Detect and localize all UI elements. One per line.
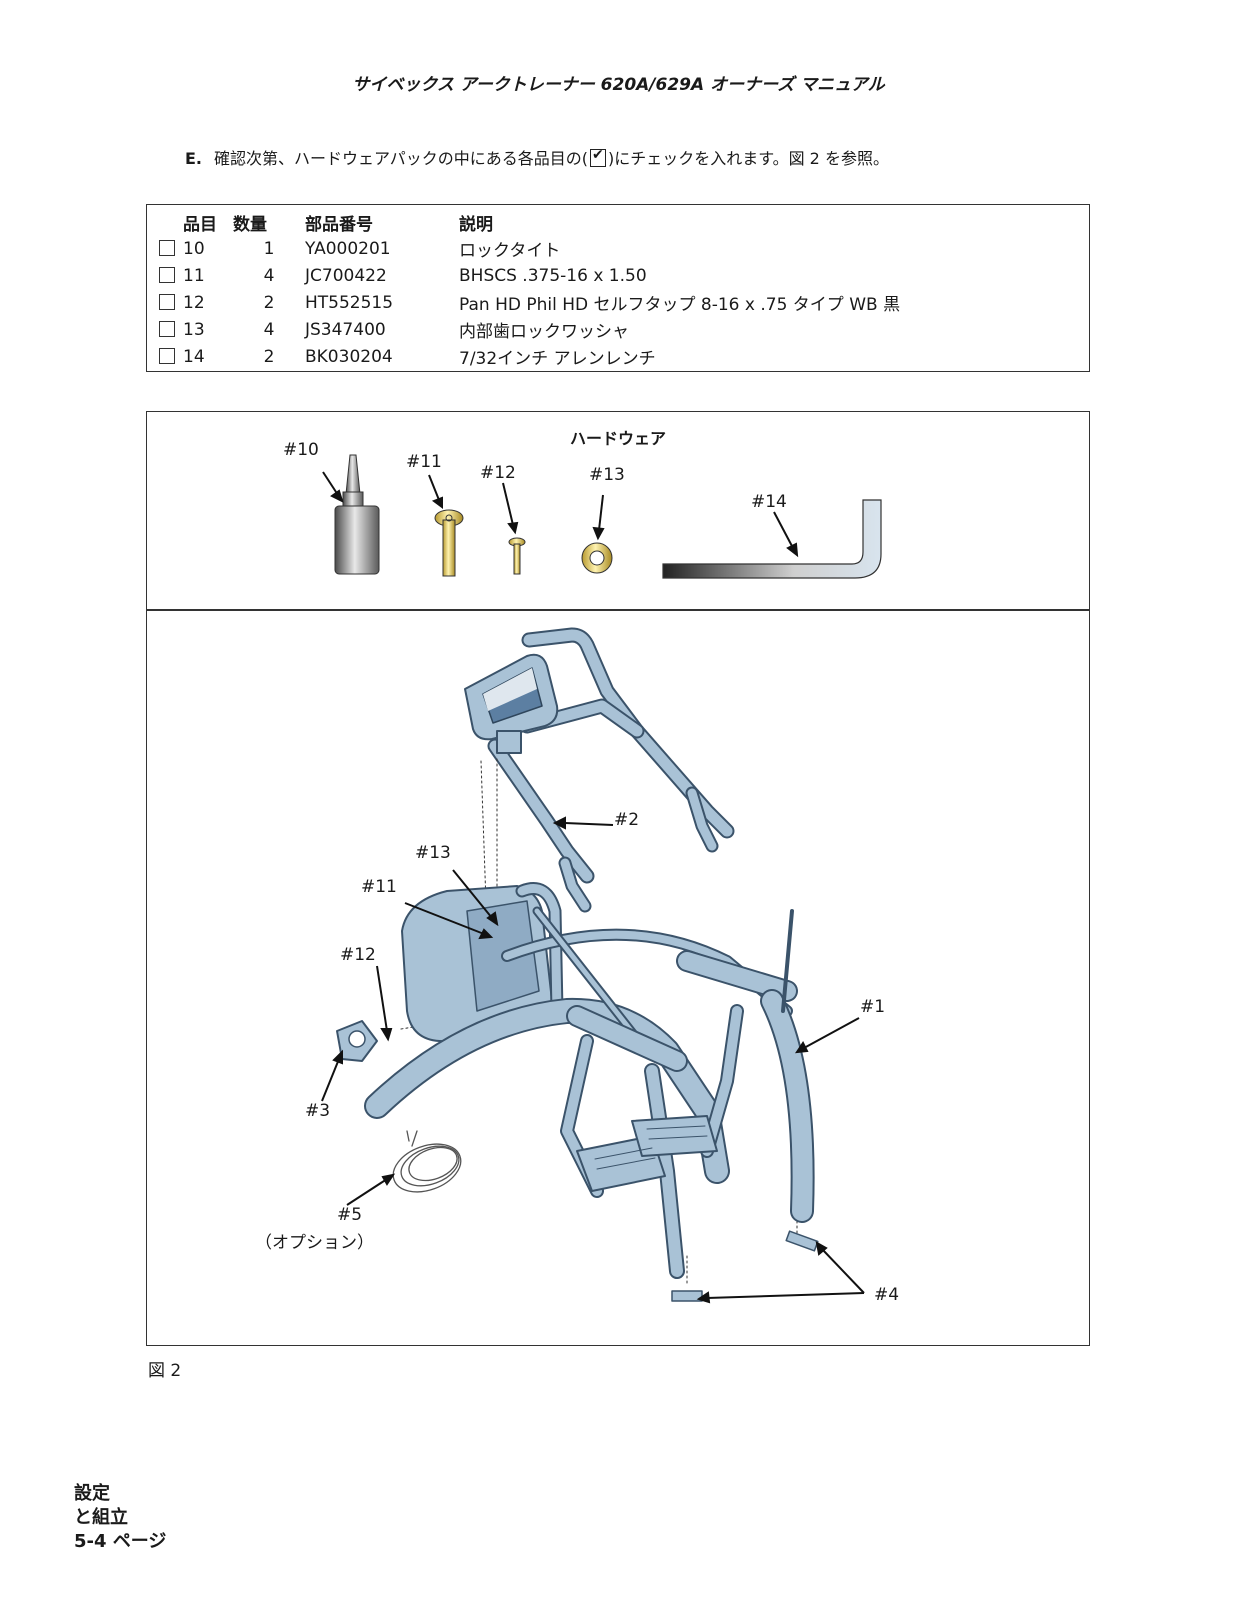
hardware-illustration — [322, 454, 882, 579]
foot-pedals — [576, 1115, 718, 1192]
cell-part: YA000201 — [305, 238, 391, 259]
callout-13-assembly: #13 — [415, 843, 451, 863]
grip-assembly — [336, 1020, 378, 1062]
base-frame — [364, 906, 793, 1184]
cell-item: 14 — [183, 346, 205, 367]
power-cord-icon — [392, 1130, 462, 1193]
figure-caption: 図 2 — [148, 1361, 182, 1381]
arc-trainer-illustration — [321, 627, 865, 1304]
parts-table: 品目 数量 部品番号 説明 10 1 YA000201 ロックタイト 11 4 … — [146, 204, 1090, 372]
cell-qty: 1 — [263, 238, 275, 259]
front-legs — [760, 909, 815, 1223]
table-row: 11 4 JC700422 BHSCS .375-16 x 1.50 — [159, 262, 1059, 289]
foot-pad-rear — [785, 1230, 819, 1252]
callout-12-assembly: #12 — [340, 945, 376, 965]
allen-wrench-icon — [662, 499, 882, 579]
col-header-desc: 説明 — [459, 214, 493, 235]
cell-desc: 7/32インチ アレンレンチ — [459, 349, 656, 369]
stride-arms — [560, 950, 798, 1279]
callout-5-note: （オプション） — [255, 1233, 374, 1253]
assembly-figure: #2 #13 #11 #12 #3 #1 #5 （オプション） #4 — [146, 609, 1090, 1346]
callout-12: #12 — [480, 463, 516, 483]
page-footer: 設定 と組立 5-4 ページ — [74, 1482, 166, 1554]
callout-14: #14 — [751, 492, 787, 512]
step-label: E. — [185, 149, 203, 168]
checkmark-icon — [589, 147, 606, 167]
cell-desc: BHSCS .375-16 x 1.50 — [459, 265, 647, 286]
item-checkbox[interactable] — [159, 347, 175, 364]
step-text-after: )にチェックを入れます。図 2 を参照。 — [607, 149, 889, 168]
loctite-bottle-icon — [334, 454, 380, 575]
step-text-before: 確認次第、ハードウェアパックの中にある各品目の( — [214, 149, 588, 168]
footer-page-number: 5-4 ページ — [74, 1531, 167, 1552]
table-row: 10 1 YA000201 ロックタイト — [159, 235, 1059, 262]
page-header: サイベックス アークトレーナー 620A/629A オーナーズ マニュアル — [352, 75, 885, 95]
cell-item: 10 — [183, 238, 205, 259]
cell-desc: 内部歯ロックワッシャ — [459, 322, 629, 342]
callout-10: #10 — [283, 440, 319, 460]
rear-shroud — [401, 882, 564, 1043]
footer-line-1: 設定 — [74, 1483, 110, 1504]
cell-item: 12 — [183, 292, 205, 313]
callout-3: #3 — [305, 1101, 331, 1121]
callout-5: #5 — [337, 1205, 363, 1225]
cell-desc: ロックタイト — [459, 241, 561, 261]
item-checkbox[interactable] — [159, 320, 175, 337]
cell-item: 13 — [183, 319, 205, 340]
col-header-item: 品目 — [183, 214, 217, 235]
footer-line-2: と組立 — [74, 1507, 128, 1528]
self-tap-screw-icon — [508, 537, 526, 575]
button-head-bolt-icon — [434, 509, 464, 577]
callout-1: #1 — [860, 997, 886, 1017]
callout-13: #13 — [589, 465, 625, 485]
hardware-title: ハードウェア — [569, 429, 666, 448]
col-header-qty: 数量 — [233, 214, 267, 235]
cell-part: BK030204 — [305, 346, 393, 367]
console-display — [464, 653, 559, 754]
cell-qty: 2 — [263, 292, 275, 313]
callout-2: #2 — [614, 810, 640, 830]
item-checkbox[interactable] — [159, 293, 175, 310]
cell-part: JS347400 — [305, 319, 386, 340]
table-row: 13 4 JS347400 内部歯ロックワッシャ — [159, 316, 1059, 343]
callout-4: #4 — [874, 1285, 900, 1305]
callout-11-assembly: #11 — [361, 877, 397, 897]
item-checkbox[interactable] — [159, 266, 175, 283]
hardware-figure: ハードウェア — [146, 411, 1090, 610]
lock-washer-icon — [581, 542, 613, 574]
hardware-arrows — [322, 471, 799, 558]
cell-qty: 4 — [263, 319, 275, 340]
step-instruction: E. 確認次第、ハードウェアパックの中にある各品目の( )にチェックを入れます。図 … — [185, 145, 889, 169]
cell-qty: 2 — [263, 346, 275, 367]
cell-item: 11 — [183, 265, 205, 286]
cell-part: JC700422 — [305, 265, 387, 286]
assembly-arrows — [321, 816, 865, 1304]
cell-desc: Pan HD Phil HD セルフタップ 8-16 x .75 タイプ WB … — [459, 295, 901, 315]
table-row: 14 2 BK030204 7/32インチ アレンレンチ — [159, 343, 1059, 370]
item-checkbox[interactable] — [159, 239, 175, 256]
table-header-row: 品目 数量 部品番号 説明 — [159, 209, 1059, 235]
callout-11: #11 — [406, 452, 442, 472]
cell-qty: 4 — [263, 265, 275, 286]
table-row: 12 2 HT552515 Pan HD Phil HD セルフタップ 8-16… — [159, 289, 1059, 316]
cell-part: HT552515 — [305, 292, 394, 313]
col-header-part: 部品番号 — [305, 214, 373, 235]
